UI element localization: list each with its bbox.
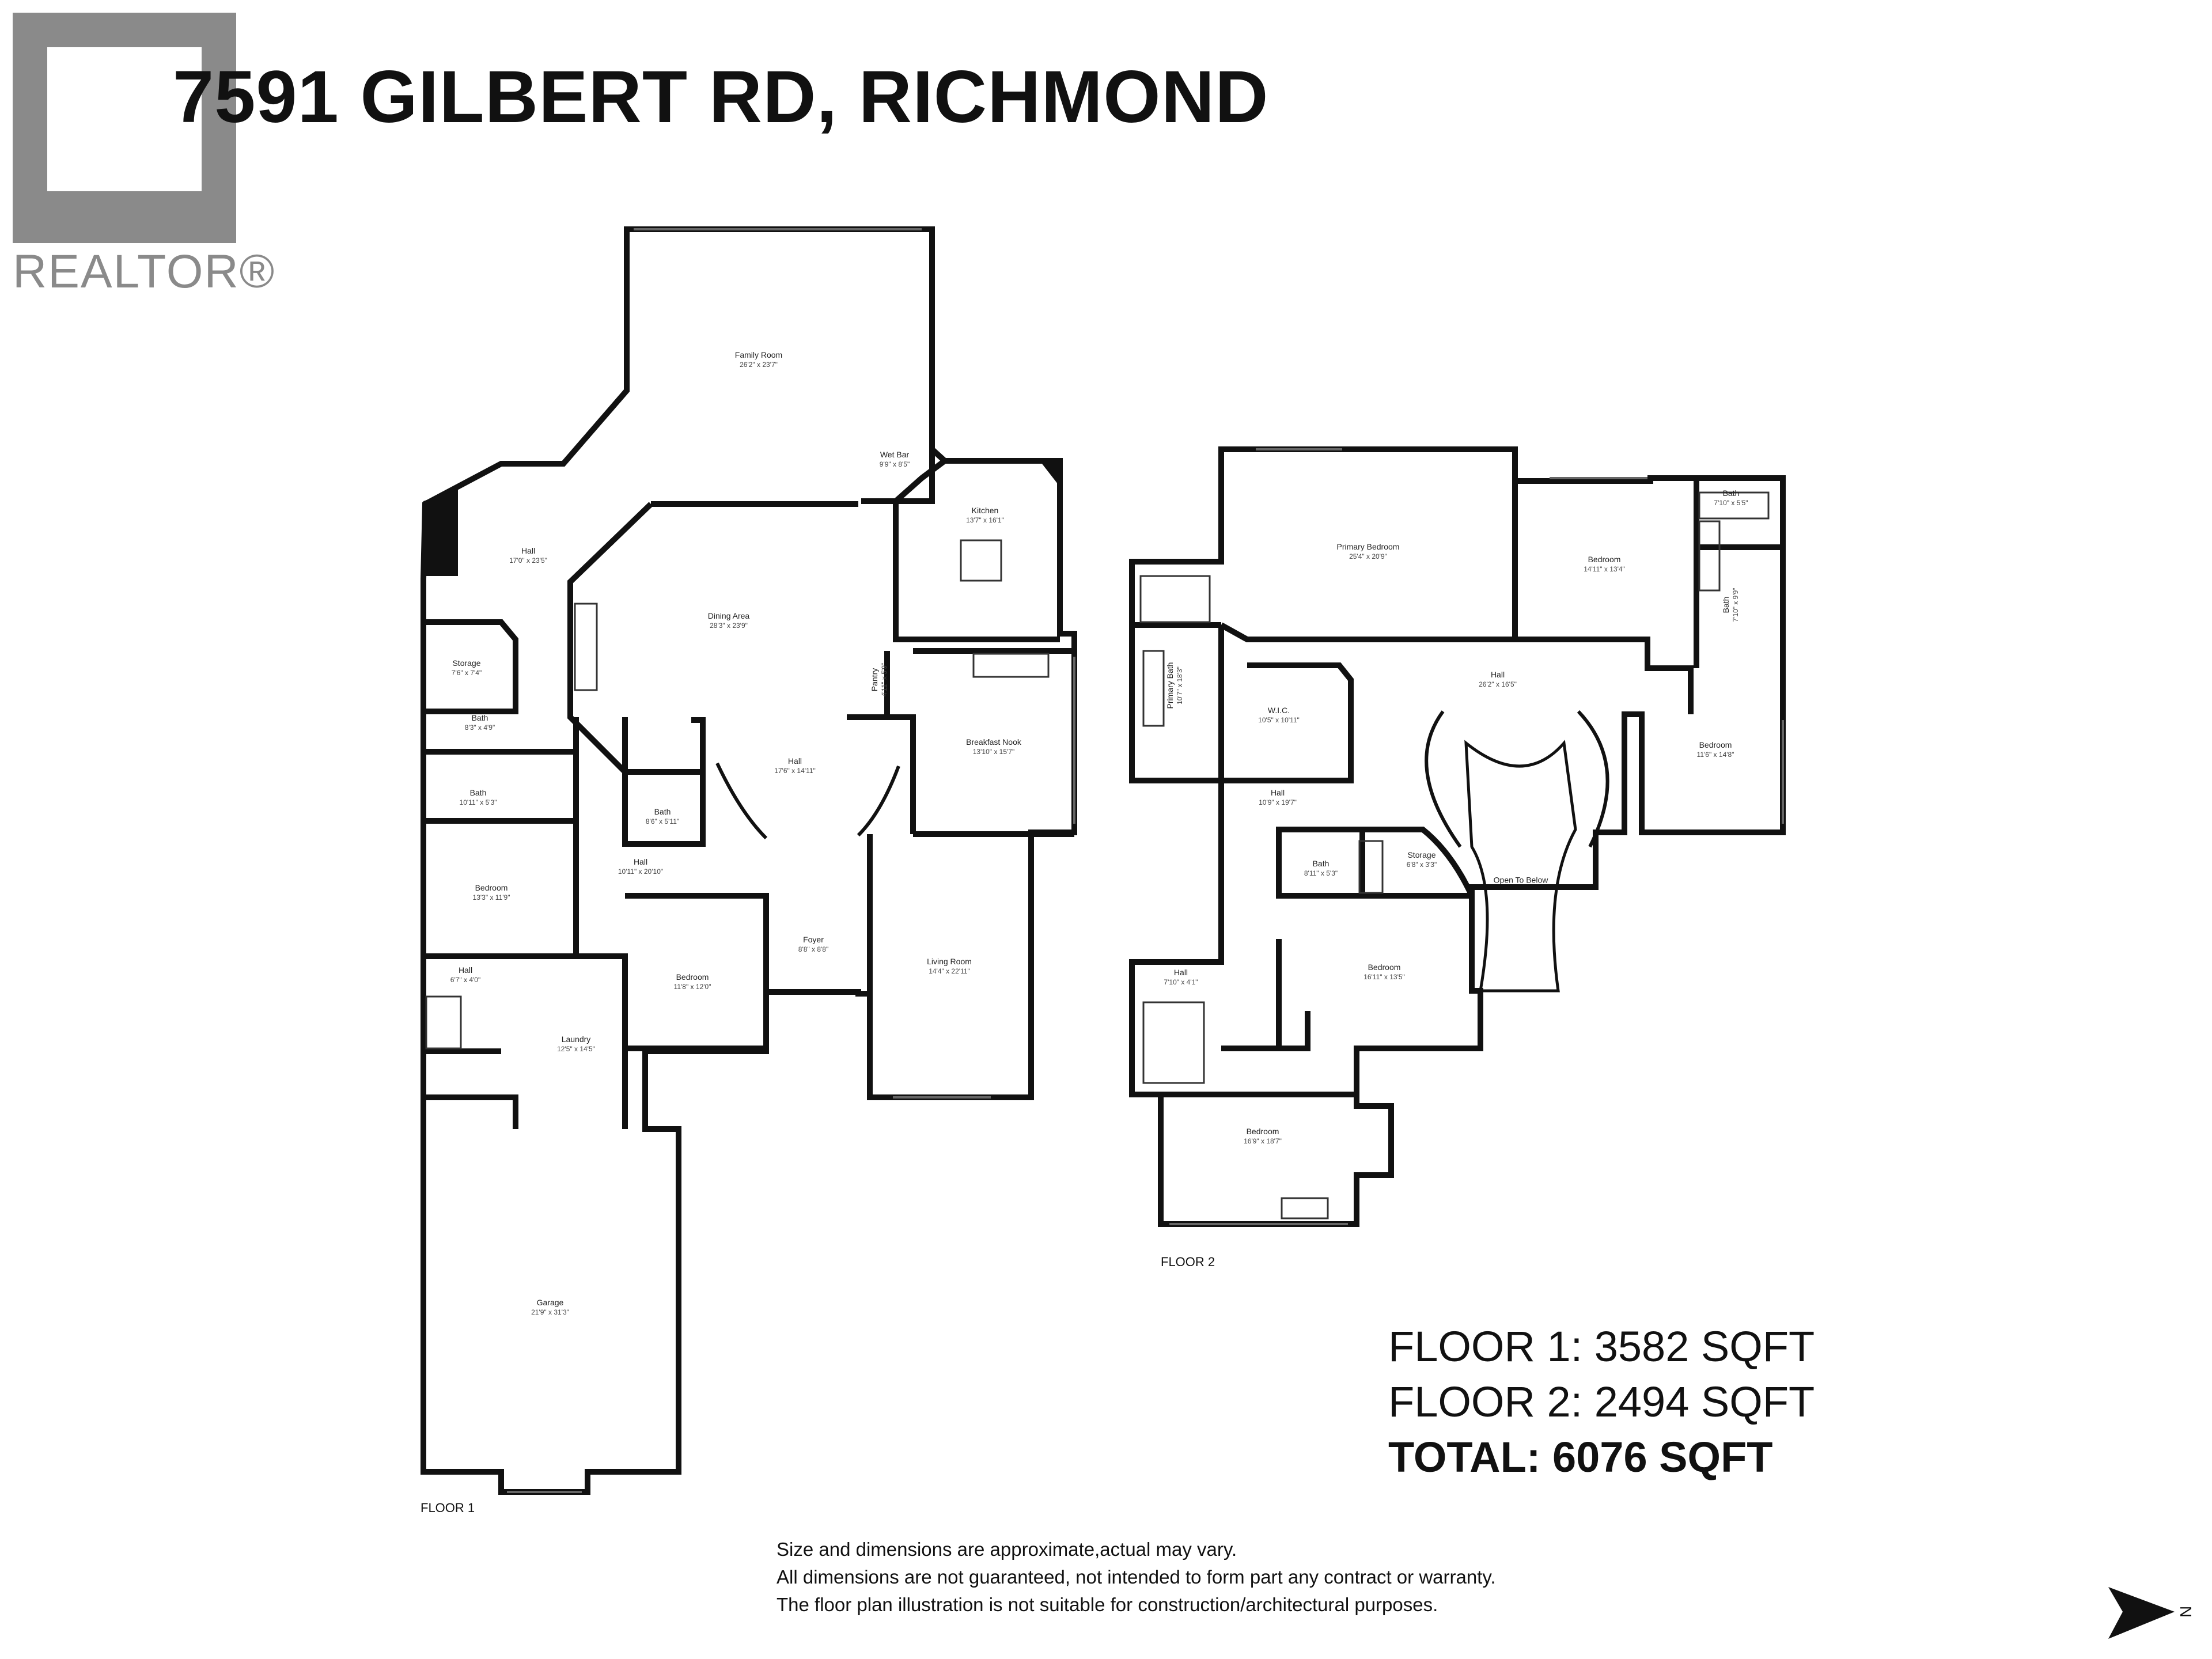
disclaimer-line: Size and dimensions are approximate,actu… [777,1539,1237,1560]
room-label: W.I.C.10'5" x 10'11" [1258,706,1300,724]
floor1-label: FLOOR 1 [421,1501,475,1515]
floor2-area: FLOOR 2: 2494 SQFT [1388,1378,1815,1426]
realtor-logo-text: REALTOR® [13,245,276,298]
floor2-label: FLOOR 2 [1161,1255,1215,1269]
disclaimer-line: All dimensions are not guaranteed, not i… [777,1566,1496,1588]
realtor-logo [13,13,236,243]
area-summary: FLOOR 1: 3582 SQFT FLOOR 2: 2494 SQFT TO… [1388,1319,1815,1485]
room-label: Open To Below [1493,875,1548,885]
disclaimer: Size and dimensions are approximate,actu… [777,1536,1496,1619]
total-area: TOTAL: 6076 SQFT [1388,1433,1773,1481]
page-title: 7591 GILBERT RD, RICHMOND [173,56,1269,138]
floor2-outline [1129,446,1786,1227]
floor1-outline [421,226,1077,1495]
north-arrow-icon: N [2108,1587,2195,1639]
north-label: N [2177,1606,2195,1618]
disclaimer-line: The floor plan illustration is not suita… [777,1594,1438,1615]
floor1-area: FLOOR 1: 3582 SQFT [1388,1323,1815,1370]
